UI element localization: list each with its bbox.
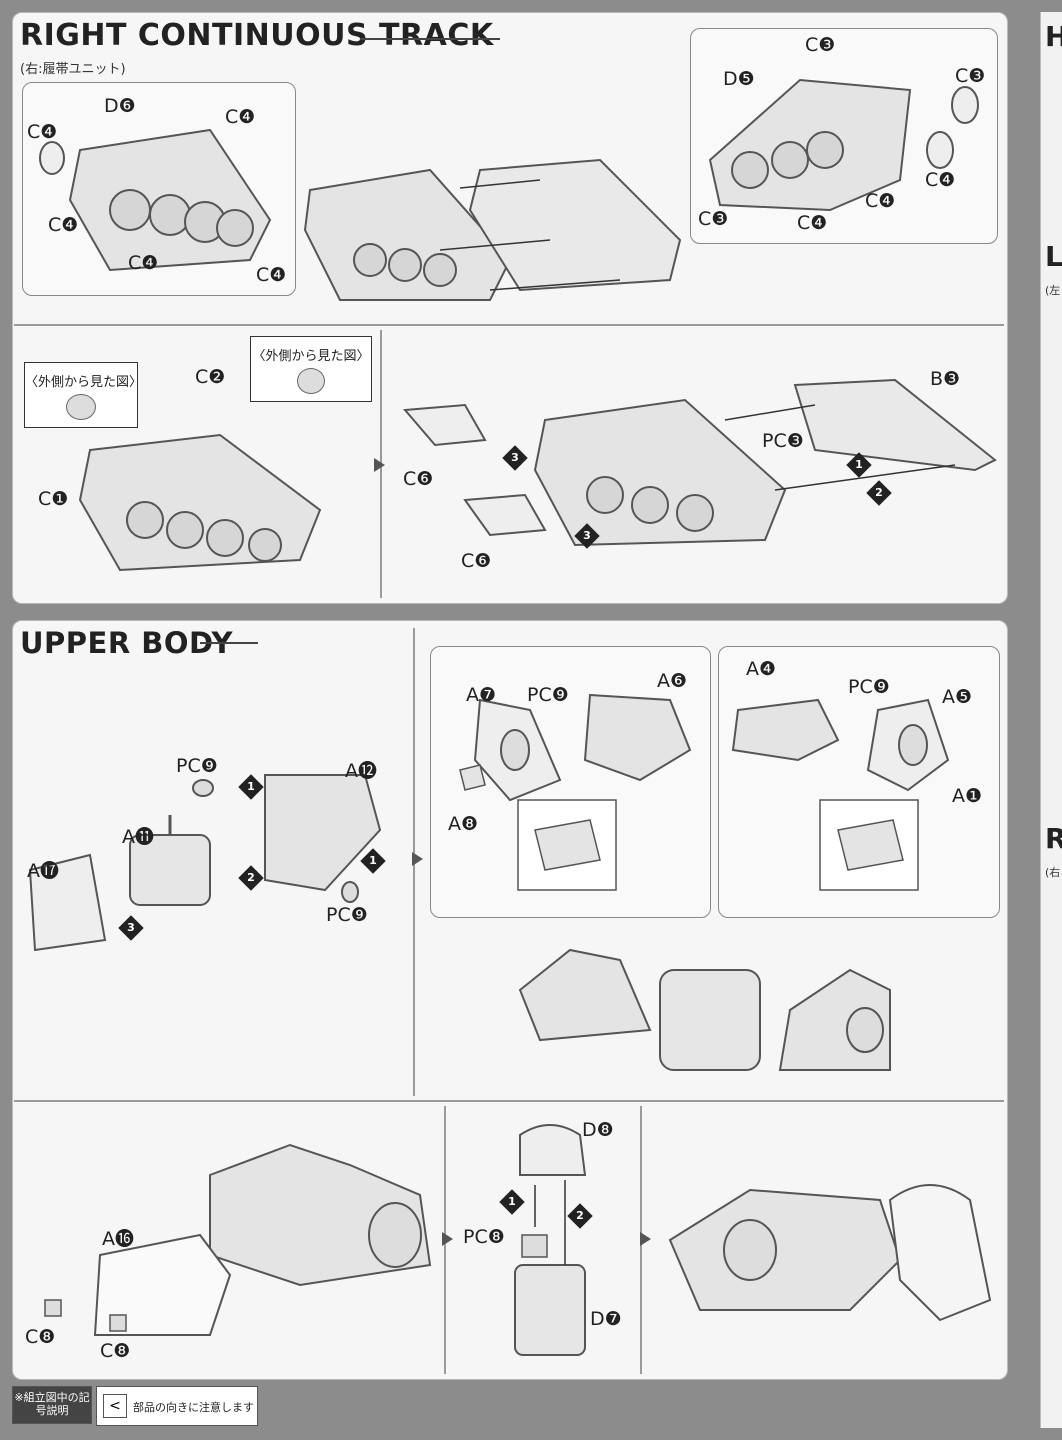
flow-arrow — [442, 1232, 453, 1246]
part-label: C❸ — [805, 34, 836, 56]
part-label: C❹ — [48, 214, 79, 236]
upper-step3-illustration — [44, 1143, 432, 1336]
upper-horizontal-divider — [14, 1100, 1004, 1102]
part-label: A❽ — [448, 813, 479, 835]
part-label: PC❸ — [762, 430, 804, 452]
part-label: C❽ — [25, 1326, 56, 1348]
track-step3-illustration — [402, 378, 997, 547]
track-right-illustration — [708, 78, 979, 212]
upper-step3b-illustration — [514, 1124, 587, 1356]
callout-text: 〈外側から見た図〉 — [252, 349, 370, 364]
part-label: C❹ — [925, 169, 956, 191]
part-label: C❹ — [128, 252, 159, 274]
part-label: C❽ — [100, 1340, 131, 1362]
washer-icon — [297, 368, 325, 394]
part-label: PC❾ — [848, 676, 890, 698]
part-label: C❻ — [403, 468, 434, 490]
step-marker: 3 — [502, 445, 528, 471]
part-label: A❻ — [657, 670, 688, 692]
step-marker: 1 — [238, 774, 264, 800]
part-label: A❼ — [466, 684, 497, 706]
step-marker: 2 — [866, 480, 892, 506]
track-horizontal-divider — [14, 324, 1004, 326]
upper-step1-illustration — [28, 774, 382, 952]
step-marker: 2 — [238, 865, 264, 891]
track-section-title: RIGHT CONTINUOUS TRACK — [20, 18, 494, 53]
step-marker: 1 — [499, 1189, 525, 1215]
part-label: D❺ — [723, 68, 755, 90]
track-center-illustration — [303, 158, 682, 301]
part-label: D❽ — [582, 1119, 614, 1141]
part-label: A❺ — [942, 686, 973, 708]
part-label: A⓫ — [122, 826, 154, 848]
part-label: C❸ — [698, 208, 729, 230]
upper-step2b-illustration — [731, 698, 950, 891]
symbol-legend-heading: ※組立図中の記号説明 — [12, 1386, 92, 1424]
adjacent-page-letter: R — [1045, 822, 1062, 855]
step-marker: 3 — [118, 915, 144, 941]
part-label: A❶ — [952, 785, 983, 807]
part-label: B❸ — [930, 368, 961, 390]
title-underline — [200, 642, 258, 644]
symbol-legend: < 部品の向きに注意します — [96, 1386, 258, 1426]
part-label: A❹ — [746, 658, 777, 680]
callout-text: 〈外側から見た図〉 — [25, 375, 143, 390]
title-underline — [360, 38, 500, 40]
adjacent-page-letter: H — [1045, 20, 1062, 53]
flow-arrow — [374, 458, 385, 472]
part-label: C❷ — [195, 366, 226, 388]
part-label: C❶ — [38, 488, 69, 510]
part-label: C❹ — [865, 190, 896, 212]
upper-step2a-illustration — [459, 693, 692, 891]
orientation-symbol: < — [103, 1394, 127, 1418]
flow-arrow — [640, 1232, 651, 1246]
upper-step3c-illustration — [668, 1184, 992, 1322]
part-label: C❹ — [256, 264, 287, 286]
flow-arrow — [412, 852, 423, 866]
part-label: PC❾ — [326, 904, 368, 926]
part-label: D❼ — [590, 1308, 622, 1330]
outside-view-callout-right: 〈外側から見た図〉 — [250, 336, 372, 402]
part-label: PC❾ — [176, 755, 218, 777]
adjacent-page-letter: L — [1045, 240, 1062, 273]
part-label: C❹ — [797, 212, 828, 234]
step-marker: 1 — [846, 452, 872, 478]
part-label: C❹ — [225, 106, 256, 128]
upper-step2-combined-illustration — [518, 948, 891, 1071]
part-label: D❻ — [104, 95, 136, 117]
washer-icon — [66, 394, 96, 420]
track-step2-illustration — [78, 433, 322, 572]
part-label: A⓬ — [345, 760, 377, 782]
part-label: A⓰ — [102, 1228, 134, 1250]
adjacent-page-strip — [1040, 12, 1062, 1428]
outside-view-callout-left: 〈外側から見た図〉 — [24, 362, 143, 428]
part-label: PC❾ — [527, 684, 569, 706]
part-label: C❻ — [461, 550, 492, 572]
step-marker: 1 — [360, 848, 386, 874]
part-label: PC❽ — [463, 1226, 505, 1248]
part-label: C❸ — [955, 65, 986, 87]
track-section-subtitle: (右:履帯ユニット) — [20, 62, 126, 77]
part-label: C❹ — [27, 121, 58, 143]
step-marker: 3 — [574, 523, 600, 549]
orientation-description: 部品の向きに注意します — [133, 1401, 254, 1414]
part-label: A⓱ — [27, 860, 59, 882]
adjacent-page-sub: (右 — [1045, 866, 1061, 879]
step-marker: 2 — [567, 1203, 593, 1229]
adjacent-page-sub: (左 — [1045, 284, 1061, 297]
upper-section-title: UPPER BODY — [20, 626, 234, 660]
track-left-illustration — [39, 128, 272, 272]
